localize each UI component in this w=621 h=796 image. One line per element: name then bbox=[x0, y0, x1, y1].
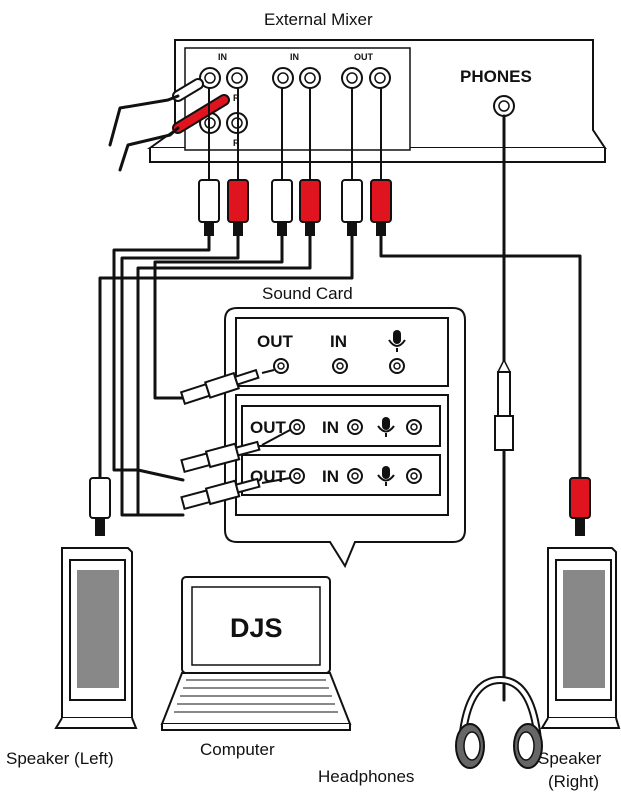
phones-label: PHONES bbox=[460, 67, 532, 86]
row2-in-jack[interactable] bbox=[347, 468, 363, 484]
in1-r-socket[interactable] bbox=[226, 67, 248, 89]
row1-in-jack[interactable] bbox=[347, 419, 363, 435]
cable-in2-r bbox=[136, 234, 312, 517]
row1-out-label: OUT bbox=[250, 418, 287, 437]
in2-l-socket[interactable] bbox=[272, 67, 294, 89]
rca-plug-icon bbox=[341, 179, 363, 236]
row1-mic-jack[interactable] bbox=[406, 419, 422, 435]
top-in-label: IN bbox=[330, 332, 347, 351]
cable-in2-l bbox=[153, 234, 284, 400]
rca-plug-icon bbox=[198, 179, 220, 236]
top-mic-jack[interactable] bbox=[389, 358, 405, 374]
cable-in1-r bbox=[120, 234, 240, 517]
speaker-left bbox=[54, 547, 138, 729]
sound-card-label: Sound Card bbox=[262, 284, 353, 303]
row1-out-jack[interactable] bbox=[289, 419, 305, 435]
rca-plug-icon bbox=[370, 179, 392, 236]
phones-jack[interactable] bbox=[493, 95, 515, 117]
sound-card: OUT IN OUT IN OUT IN bbox=[224, 307, 466, 569]
top-out-label: OUT bbox=[257, 332, 294, 351]
row2-mic-jack[interactable] bbox=[406, 468, 422, 484]
cable-out-r bbox=[379, 234, 582, 480]
mixer-in1-label: IN bbox=[218, 52, 227, 62]
mini-jack-plug-icon bbox=[494, 358, 514, 451]
top-in-jack[interactable] bbox=[332, 358, 348, 374]
microphone-icon bbox=[377, 417, 395, 437]
cable-top-1 bbox=[108, 94, 180, 147]
top-out-jack[interactable] bbox=[273, 358, 289, 374]
mixer-in2-label: IN bbox=[290, 52, 299, 62]
mini-jack-plug-icon bbox=[179, 368, 260, 405]
headphones-icon bbox=[455, 675, 543, 769]
rca-plug-icon bbox=[299, 179, 321, 236]
microphone-icon bbox=[388, 330, 406, 352]
row2-out-jack[interactable] bbox=[289, 468, 305, 484]
mixer-label: External Mixer bbox=[264, 10, 373, 29]
speaker-right bbox=[540, 547, 621, 729]
laptop-screen-text: DJS bbox=[230, 613, 283, 643]
cable-in1-l bbox=[112, 234, 211, 482]
mini-jack-plugs bbox=[179, 368, 291, 511]
mixer-rca-plug-row bbox=[198, 88, 392, 236]
microphone-icon bbox=[377, 466, 395, 486]
rca-plug-icon bbox=[172, 78, 230, 134]
rca-plug-icon bbox=[271, 179, 293, 236]
mixer-out-label: OUT bbox=[354, 52, 374, 62]
speaker-right-label-2: (Right) bbox=[548, 772, 599, 791]
cable-out-l bbox=[98, 234, 354, 480]
row1-in-label: IN bbox=[322, 418, 339, 437]
rca-plug-icon bbox=[569, 477, 591, 536]
speaker-right-label-1: Speaker bbox=[538, 749, 602, 768]
in1-r-label: R bbox=[233, 93, 240, 103]
mini-jack-plug-icon bbox=[180, 477, 261, 511]
cables bbox=[98, 94, 582, 702]
laptop-icon: DJS bbox=[160, 576, 352, 731]
computer-label: Computer bbox=[200, 740, 275, 759]
out-l-socket[interactable] bbox=[341, 67, 363, 89]
cable-top-2 bbox=[118, 126, 180, 172]
headphones-label: Headphones bbox=[318, 767, 414, 786]
in1b-r-label: R bbox=[233, 138, 240, 148]
rca-plug-icon bbox=[89, 477, 111, 536]
mini-jack-plug-icon bbox=[180, 440, 261, 474]
speaker-left-label: Speaker (Left) bbox=[6, 749, 114, 768]
rca-plug-icon bbox=[227, 179, 249, 236]
sound-card-top-panel bbox=[235, 317, 449, 387]
in2-r-socket[interactable] bbox=[299, 67, 321, 89]
out-r-socket[interactable] bbox=[369, 67, 391, 89]
row2-in-label: IN bbox=[322, 467, 339, 486]
external-mixer: IN IN OUT PHONES bbox=[146, 39, 607, 163]
